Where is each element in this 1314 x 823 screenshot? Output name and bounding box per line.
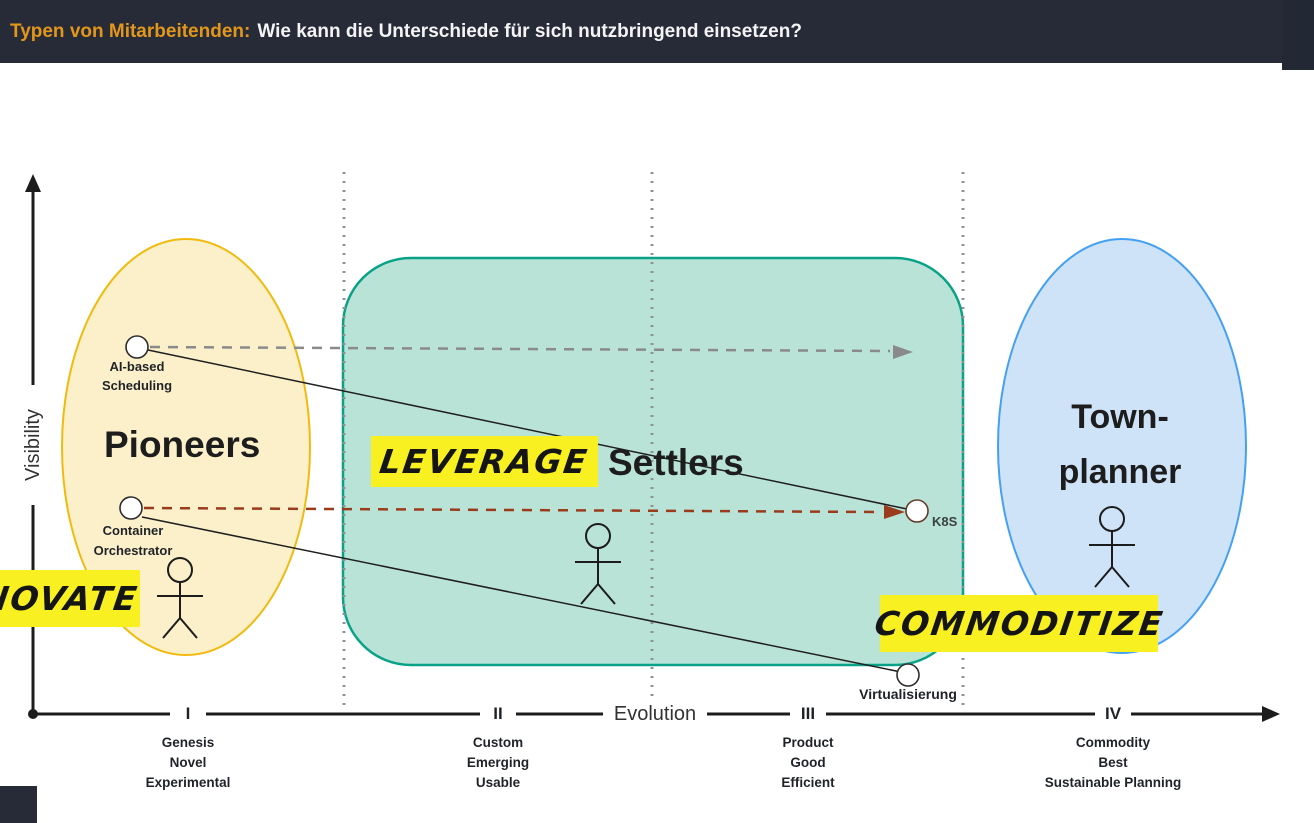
stage-labels-custom: Custom Emerging Usable [466, 735, 530, 790]
arrow-head-icon [893, 345, 913, 359]
stick-figure-icon [575, 523, 621, 605]
arrow-head-icon [25, 174, 41, 192]
townplanner-ellipse [997, 238, 1247, 654]
axis-origin-dot [28, 709, 38, 719]
stage-labels-product: Product Good Efficient [781, 735, 835, 790]
commoditize-highlight: COMMODITIZE [872, 595, 1166, 652]
footer-decoration [0, 786, 37, 823]
movement-arrow-gray [149, 345, 913, 359]
arrow-head-icon [884, 505, 905, 519]
movement-arrow-red [143, 505, 905, 519]
connector-container-to-virtualisierung [141, 516, 902, 673]
townplanner-title: Town- planner [1058, 398, 1182, 491]
stick-figure-icon [1089, 506, 1135, 588]
pioneers-ellipse [61, 238, 311, 656]
point-k8s[interactable] [905, 499, 929, 523]
stage-numeral-1: I [170, 704, 206, 724]
stage-numeral-2: II [480, 704, 516, 724]
arrow-head-icon [1262, 706, 1280, 722]
stick-figure-icon [157, 557, 203, 639]
stage-labels-commodity: Commodity Best Sustainable Planning [1044, 735, 1182, 790]
corner-decoration [1282, 0, 1314, 70]
point-ai-scheduling[interactable] [125, 335, 149, 359]
label-container-orchestrator: Container Orchestrator [93, 523, 173, 558]
innovate-highlight: NOVATE [0, 570, 141, 627]
point-container-orchestrator[interactable] [119, 496, 143, 520]
stage-labels-genesis: Genesis Novel Experimental [145, 735, 231, 790]
header-bar: Typen von Mitarbeitenden: Wie kann die U… [0, 0, 1282, 63]
point-virtualisierung[interactable] [896, 663, 920, 687]
stage-numeral-3: III [790, 704, 826, 724]
label-virtualisierung: Virtualisierung [859, 686, 957, 702]
leverage-highlight: LEVERAGE [371, 436, 598, 487]
label-k8s: K8S [932, 514, 958, 529]
connector-ai-to-k8s [147, 349, 908, 510]
y-axis-label: Visibility [21, 385, 45, 505]
pioneers-title: Pioneers [104, 424, 261, 465]
x-axis-label: Evolution [603, 702, 707, 726]
stage-numeral-4: IV [1095, 704, 1131, 724]
settlers-title: Settlers [608, 442, 744, 483]
header-question: Wie kann die Unterschiede für sich nutzb… [257, 20, 802, 42]
header-topic: Typen von Mitarbeitenden: [10, 20, 251, 42]
label-ai-scheduling: AI-based Scheduling [101, 359, 173, 393]
